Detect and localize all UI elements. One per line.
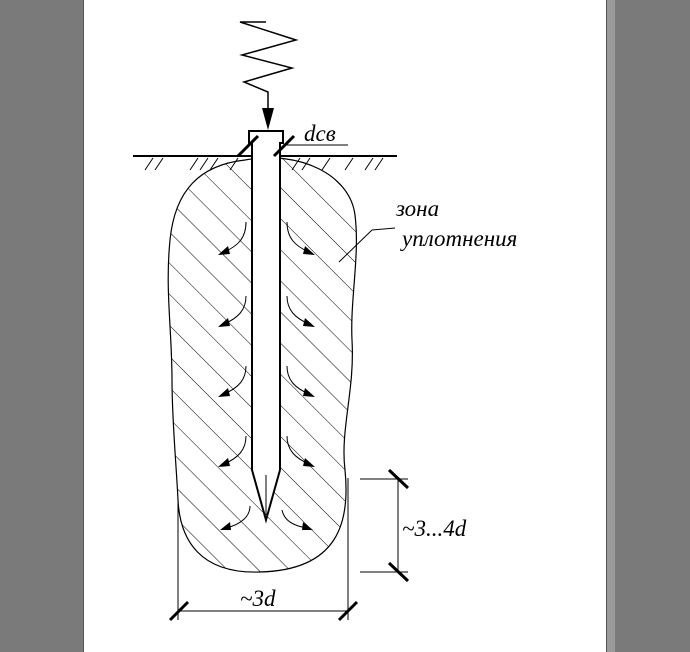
zone-height-dimension bbox=[360, 468, 410, 583]
zone-leader-line bbox=[338, 229, 373, 263]
zone-label-line1: зона bbox=[395, 196, 439, 221]
diameter-dimension bbox=[236, 134, 296, 158]
spring-load-icon bbox=[239, 21, 299, 108]
zone-width-label: ~3d bbox=[240, 586, 276, 611]
scrollbar-strip bbox=[607, 0, 615, 652]
pile bbox=[248, 130, 284, 524]
page-edge-left bbox=[83, 0, 84, 652]
pile-diameter-label: dсв bbox=[304, 121, 336, 146]
page-edge-right bbox=[606, 0, 607, 652]
zone-height-label: ~3...4d bbox=[402, 516, 467, 541]
zone-leader-tail bbox=[371, 227, 396, 231]
arrow-heads-right bbox=[302, 246, 315, 530]
arrow-heads-left bbox=[218, 246, 231, 530]
zone-label-line2: уплотнения bbox=[400, 226, 517, 251]
load-arrow-head-icon bbox=[262, 108, 274, 130]
zone-width-dimension bbox=[168, 478, 359, 622]
